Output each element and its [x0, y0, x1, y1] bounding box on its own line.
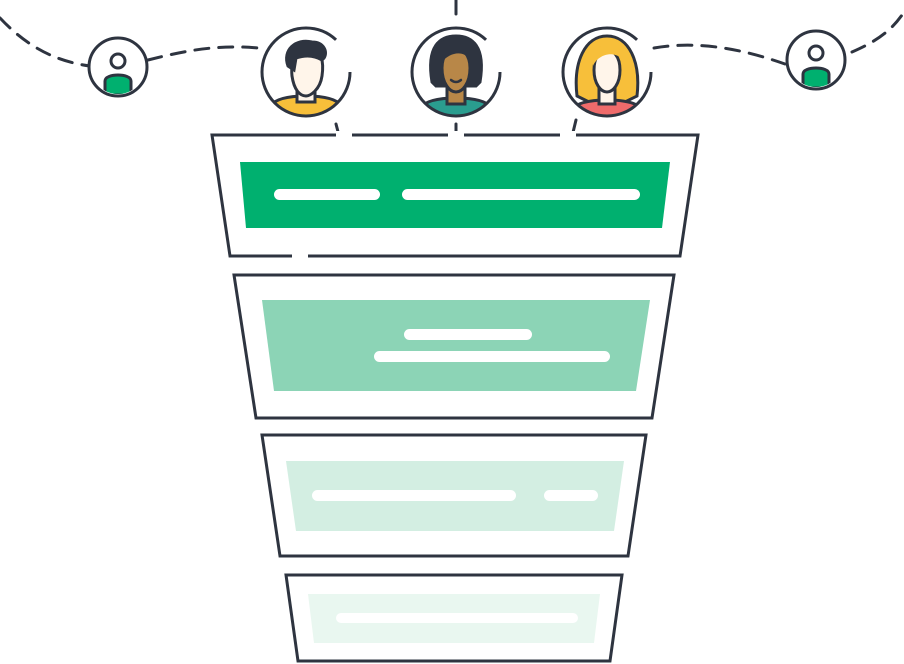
gap-man [336, 131, 352, 139]
funnel-stage-1 [210, 133, 700, 258]
connector-gaps [292, 131, 576, 260]
connector-left-to-man [146, 45, 260, 62]
gap-bottom-left [292, 252, 308, 260]
connector-blonde-to-right [652, 43, 787, 66]
user-outline-icon [785, 29, 847, 91]
user-outline-icon [87, 36, 149, 98]
gap-blonde [560, 131, 576, 139]
gap-center [448, 131, 464, 139]
funnel-stage-3 [260, 433, 648, 558]
man-avatar-icon [260, 26, 352, 118]
funnel [210, 133, 700, 663]
funnel-stage-2 [232, 273, 676, 420]
stage-1-bar-short [274, 189, 380, 200]
woman-dark-hair-avatar-icon [410, 26, 502, 118]
stage-2-bar-top [404, 329, 532, 340]
stage-2-panel [262, 300, 650, 391]
stage-4-bar [336, 613, 578, 623]
funnel-stage-4 [284, 573, 624, 663]
stage-3-bar-long [312, 490, 516, 501]
stage-1-bar-long [402, 189, 640, 200]
connector-left-arc [0, 16, 92, 68]
connector-right-arc [850, 10, 904, 54]
stage-2-bar-bottom [374, 351, 610, 362]
stage-3-bar-short [544, 490, 598, 501]
woman-blonde-avatar-icon [561, 26, 653, 118]
